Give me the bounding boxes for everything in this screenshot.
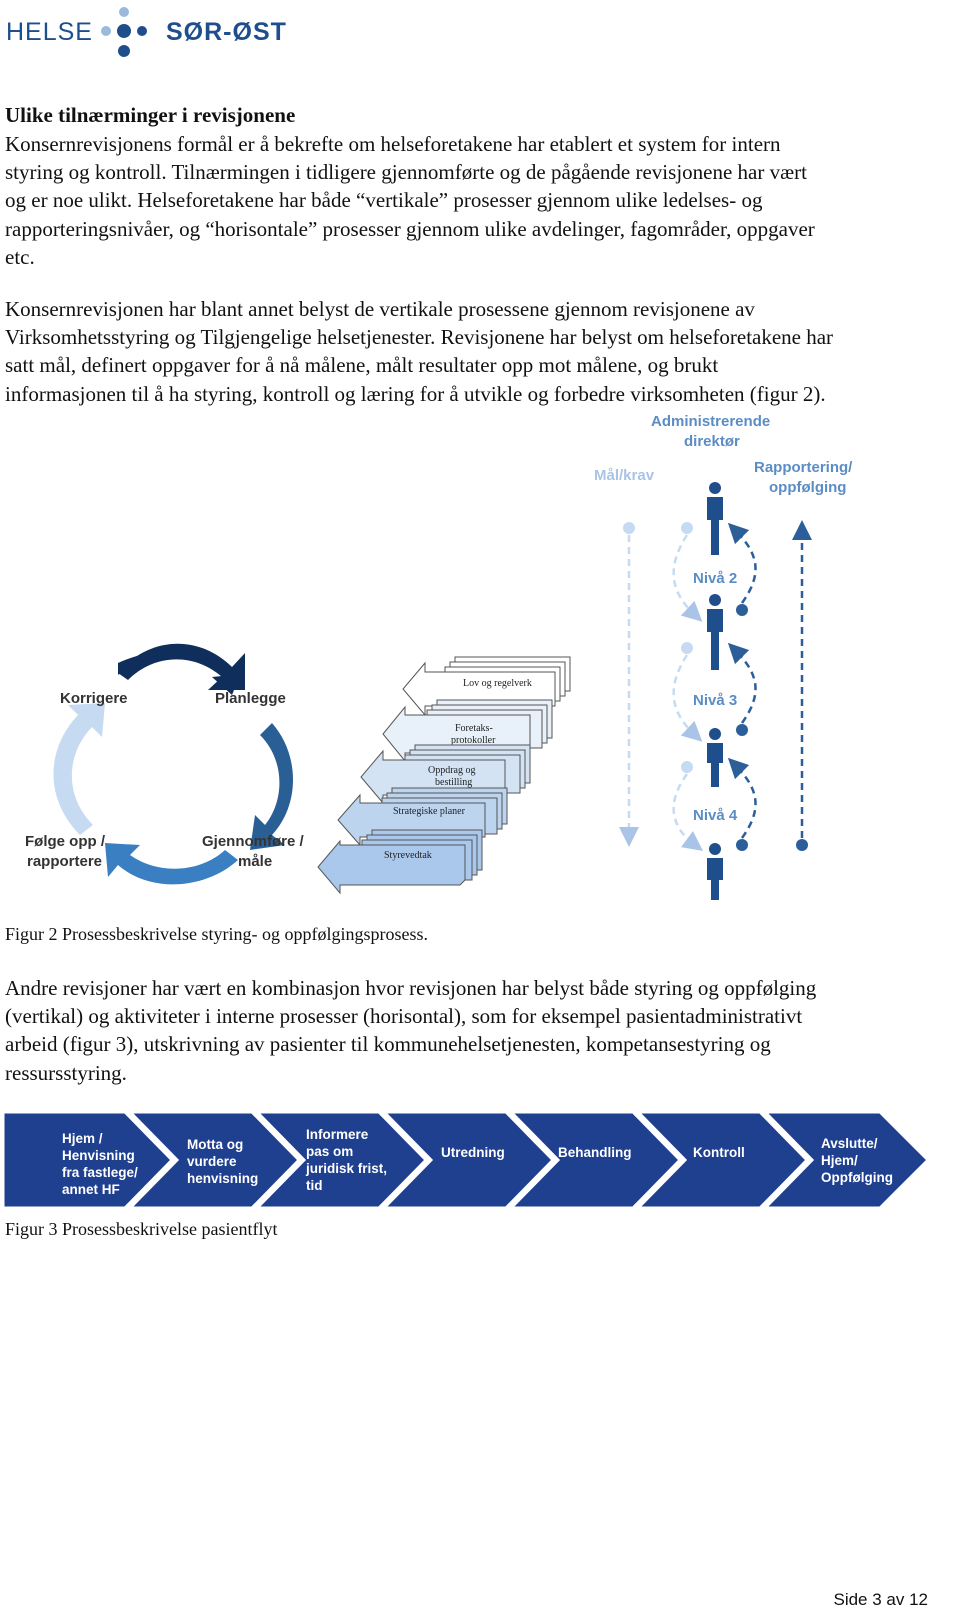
process-step-label: Avslutte/ <box>821 1136 878 1151</box>
process-step-chevron <box>507 1110 683 1210</box>
label-level-3: Nivå 3 <box>693 692 737 709</box>
process-step-chevron <box>1 1110 175 1210</box>
paragraph-line: Konsernrevisjonen har blant annet belyst… <box>5 297 755 321</box>
paragraph-line: ressursstyring. <box>5 1060 127 1085</box>
document-label: Oppdrag og <box>428 765 476 776</box>
cycle-label-planlegge: Planlegge <box>215 690 286 707</box>
process-step-label: Kontroll <box>693 1145 745 1160</box>
person-icon <box>707 482 723 555</box>
cycle-label-gjennomfore-1: Gjennomføre / <box>202 833 305 850</box>
document-label: bestilling <box>435 777 472 788</box>
label-goals: Mål/krav <box>594 467 655 484</box>
paragraph-line: Andre revisjoner har vært en kombinasjon… <box>5 976 817 1000</box>
process-step-label: Motta og <box>187 1137 243 1152</box>
process-step-label: tid <box>306 1178 323 1193</box>
document-label: Lov og regelverk <box>463 678 532 689</box>
paragraph-3: Andre revisjoner har vært en kombinasjon… <box>5 974 945 1087</box>
person-icon <box>707 728 723 787</box>
process-step-label: juridisk frist, <box>305 1161 387 1176</box>
process-step-chevron <box>253 1110 429 1210</box>
vertical-hierarchy: Administrerende direktør Mål/krav Rappor… <box>594 413 853 900</box>
process-step-chevron <box>380 1110 556 1210</box>
cycle-diagram: Korrigere Planlegge Gjennomføre / måle F… <box>25 643 305 885</box>
paragraph-line: arbeid (figur 3), utskrivning av pasient… <box>5 1032 771 1057</box>
logo-dots-icon <box>101 7 147 57</box>
cycle-label-gjennomfore-2: måle <box>238 853 272 870</box>
paragraph-line: satt mål, definert oppgaver for å nå mål… <box>5 353 719 378</box>
process-step-label: fra fastlege/ <box>62 1165 138 1180</box>
label-reporting-1: Rapportering/ <box>754 459 853 476</box>
process-step-label: Hjem/ <box>821 1153 858 1168</box>
section-heading: Ulike tilnærminger i revisjonene <box>5 103 296 127</box>
figure-2-diagram: Korrigere Planlegge Gjennomføre / måle F… <box>25 413 853 900</box>
document-stacks: Lov og regelverk Foretaks- protokoller O… <box>317 656 571 895</box>
cycle-arrow-right <box>250 723 293 850</box>
cycle-label-folgeopp-2: rapportere <box>27 853 102 870</box>
paragraph-line: Virksomhetsstyring og Tilgjengelige hels… <box>5 325 834 350</box>
person-icon <box>707 594 723 670</box>
page-number: Side 3 av 12 <box>833 1590 928 1609</box>
process-step-chevron <box>126 1110 302 1210</box>
process-step-label: Hjem / <box>62 1131 103 1146</box>
logo-word-sor-ost: SØR-ØST <box>166 18 287 46</box>
label-level-2: Nivå 2 <box>693 570 737 587</box>
cycle-arrow-left <box>53 703 105 835</box>
process-step-label: Behandling <box>558 1145 632 1160</box>
label-director-2: direktør <box>684 433 740 450</box>
label-level-4: Nivå 4 <box>693 807 738 824</box>
paragraph-line: etc. <box>5 244 35 269</box>
process-step-label: vurdere <box>187 1154 237 1169</box>
figure-2-caption: Figur 2 Prosessbeskrivelse styring- og o… <box>5 924 428 944</box>
process-step-chevron <box>761 1110 931 1210</box>
paragraph-2: Konsernrevisjonen har blant annet belyst… <box>5 295 945 408</box>
document-label: Foretaks- <box>455 723 493 734</box>
figure-3-process-flow: Hjem / Henvisning fra fastlege/ annet HF… <box>1 1110 931 1210</box>
paragraph-line: informasjonen til å ha styring, kontroll… <box>5 381 826 406</box>
cycle-label-folgeopp-1: Følge opp / <box>25 833 106 850</box>
document-label: protokoller <box>451 735 496 746</box>
document-stack: Foretaks- protokoller <box>382 699 553 763</box>
person-icon <box>707 843 723 900</box>
paragraph-line: Konsernrevisjonens formål er å bekrefte … <box>5 132 781 156</box>
process-step-label: Utredning <box>441 1145 505 1160</box>
process-step-chevron <box>634 1110 810 1210</box>
logo: HELSE SØR-ØST <box>6 4 296 60</box>
process-step-label: Informere <box>306 1127 369 1142</box>
process-step-label: henvisning <box>187 1171 258 1186</box>
cycle-arrow-bottom <box>105 843 238 885</box>
logo-word-helse: HELSE <box>6 18 93 46</box>
figure-3-caption: Figur 3 Prosessbeskrivelse pasientflyt <box>5 1219 278 1239</box>
document-stack: Styrevedtak <box>317 829 483 895</box>
process-step-label: Henvisning <box>62 1148 135 1163</box>
process-step-label: pas om <box>306 1144 353 1159</box>
paragraph-line: rapporteringsnivåer, og “horisontale” pr… <box>5 216 815 241</box>
cycle-label-korrigere: Korrigere <box>60 690 128 707</box>
document-label: Styrevedtak <box>384 850 432 861</box>
process-step-label: annet HF <box>62 1182 120 1197</box>
process-step-label: Oppfølging <box>821 1170 893 1185</box>
paragraph-line: styring og kontroll. Tilnærmingen i tidl… <box>5 160 807 185</box>
paragraph-1: Konsernrevisjonens formål er å bekrefte … <box>5 130 945 271</box>
paragraph-line: (vertikal) og aktiviteter i interne pros… <box>5 1004 803 1029</box>
label-reporting-2: oppfølging <box>769 479 846 496</box>
document-label: Strategiske planer <box>393 806 466 817</box>
paragraph-line: og er noe ulikt. Helseforetakene har båd… <box>5 188 763 213</box>
cycle-arrow-top-body <box>118 643 245 690</box>
label-director-1: Administrerende <box>651 413 770 430</box>
